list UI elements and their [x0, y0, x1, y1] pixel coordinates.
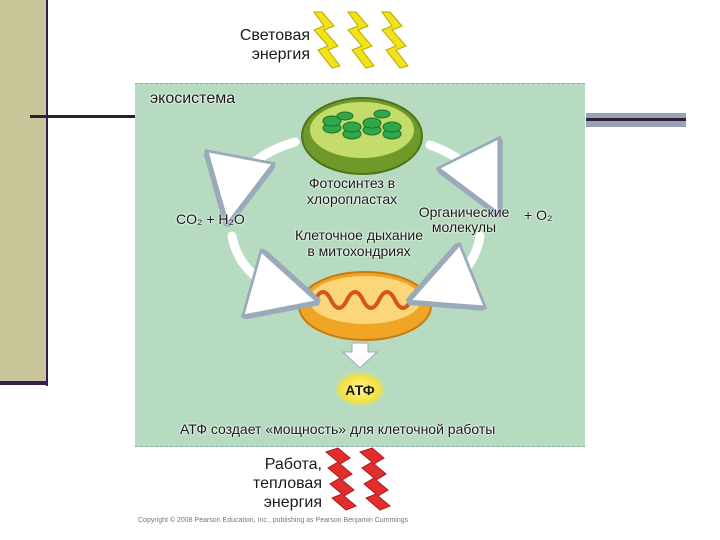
mitochondrion-icon — [298, 271, 432, 341]
organic-molecules-label: Органические молекулы — [418, 204, 510, 235]
sun-rays-icon — [313, 11, 409, 69]
slide-side-bar-foot — [0, 381, 48, 385]
oxygen-label: + O₂ — [524, 207, 553, 223]
atp-caption: АТФ создает «мощность» для клеточной раб… — [180, 421, 496, 437]
light-energy-label: Световая энергия — [239, 27, 310, 63]
atp-label: АТФ — [345, 382, 375, 398]
co2-h2o-label: CO₂ + H₂O — [176, 211, 245, 227]
photosynthesis-label: Фотосинтез в хлоропластах — [306, 175, 398, 207]
ecosystem-label: экосистема — [150, 90, 236, 107]
cycle-arrows — [232, 142, 488, 295]
heat-rays-icon — [324, 447, 391, 511]
down-arrow-icon — [341, 342, 379, 369]
copyright-text: Copyright © 2008 Pearson Education, Inc.… — [138, 517, 409, 524]
slide-rule-left — [30, 115, 135, 118]
atp-glow — [334, 371, 386, 407]
chloroplast-icon — [301, 97, 423, 175]
respiration-label: Клеточное дыхание в митохондриях — [294, 227, 424, 259]
slide-rule-right-line — [586, 118, 686, 121]
slide-side-bar — [0, 0, 46, 384]
slide-side-bar-edge — [46, 0, 48, 386]
work-heat-label: Работа, тепловая энергия — [252, 456, 322, 511]
